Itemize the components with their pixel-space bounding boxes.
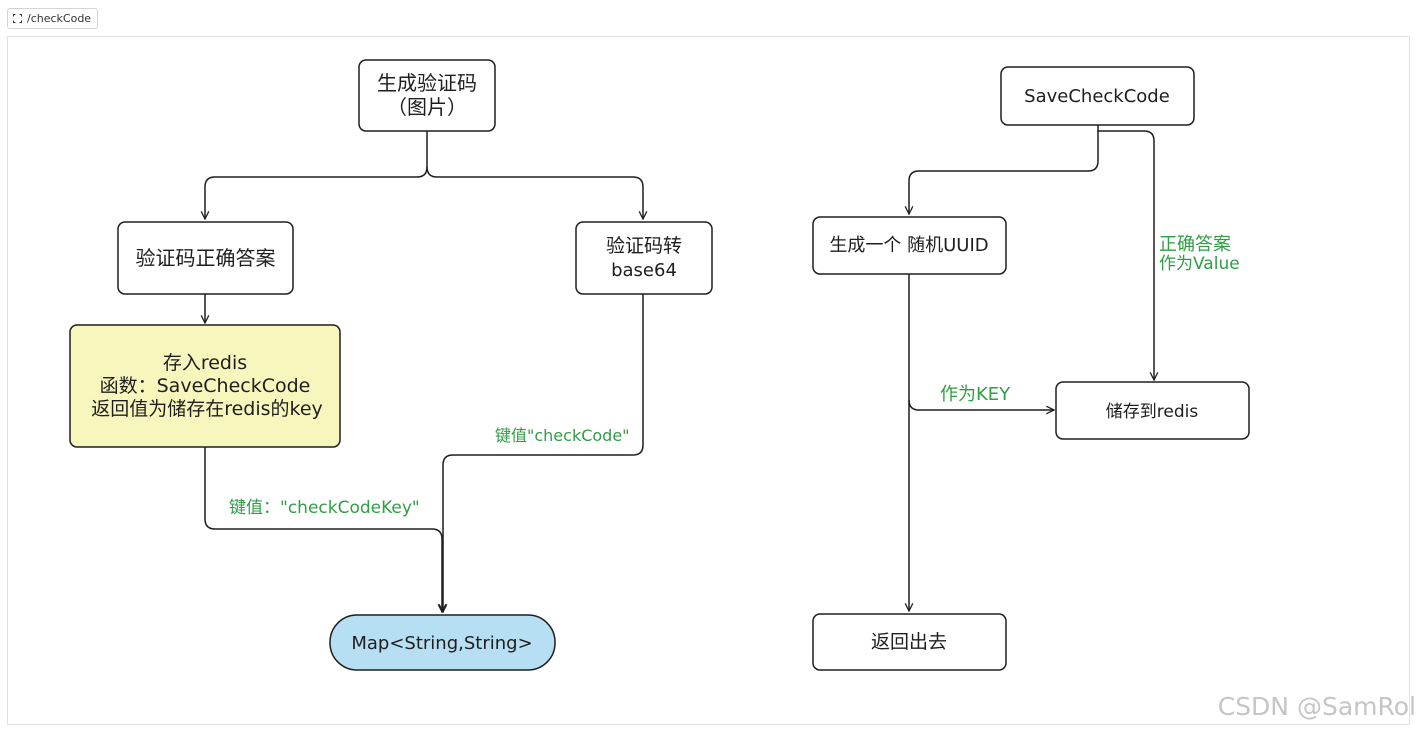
edge-save-to-uuid [904, 124, 1099, 215]
node-correct-answer[interactable]: 验证码正确答案 [117, 221, 294, 295]
node-store-box [69, 324, 341, 448]
node-uuid-box [812, 216, 1007, 275]
edges [200, 124, 1159, 613]
edge-label-value-line2: 作为Value [1159, 254, 1240, 274]
tab-label: /checkCode [27, 12, 92, 25]
node-answer-box [117, 221, 294, 295]
node-store-line3: 返回值为储存在redis的key [91, 398, 323, 420]
node-generate-line1: 生成验证码 [377, 71, 477, 95]
edge-generate-to-answer [200, 130, 428, 220]
edge-label-as-key: 作为KEY [940, 384, 1011, 405]
edge-save-to-redis [1097, 130, 1159, 381]
node-store-redis-box [1055, 381, 1250, 440]
node-store-redis-label: 储存到redis [1106, 402, 1199, 422]
node-return-label: 返回出去 [871, 631, 947, 653]
node-base64-line2: base64 [611, 260, 677, 281]
node-uuid-label: 生成一个 随机UUID [829, 235, 988, 256]
csdn-watermark: CSDN @SamRol [1217, 692, 1416, 721]
node-store-to-redis[interactable]: 储存到redis [1055, 381, 1250, 440]
edge-label-value-line1: 正确答案 [1159, 234, 1231, 255]
node-generate-line2: （图片） [387, 95, 467, 119]
node-generate-box [358, 59, 496, 132]
node-return[interactable]: 返回出去 [812, 613, 1007, 671]
node-map-label: Map<String,String> [351, 633, 532, 654]
edge-label-checkcodekey: 键值："checkCodeKey" [229, 498, 420, 518]
node-return-box [812, 613, 1007, 671]
edge-generate-to-base64 [426, 166, 648, 220]
node-store-line2: 函数：SaveCheckCode [100, 375, 311, 397]
node-captcha-base64[interactable]: 验证码转 base64 [575, 221, 713, 295]
node-save-label: SaveCheckCode [1024, 86, 1170, 107]
edge-store-to-map [204, 446, 447, 613]
frame-icon [13, 14, 22, 23]
node-answer-label: 验证码正确答案 [136, 246, 276, 270]
node-store-line1: 存入redis [163, 352, 247, 374]
edge-base64-to-map [438, 293, 644, 613]
node-store-redis-function[interactable]: 存入redis 函数：SaveCheckCode 返回值为储存在redis的ke… [69, 324, 341, 448]
node-random-uuid[interactable]: 生成一个 随机UUID [812, 216, 1007, 275]
node-map-box [329, 614, 556, 671]
node-base64-line1: 验证码转 [606, 235, 682, 257]
node-savecheckcode[interactable]: SaveCheckCode [1000, 66, 1195, 126]
node-map[interactable]: Map<String,String> [329, 614, 556, 671]
node-generate-captcha[interactable]: 生成验证码 （图片） [358, 59, 496, 132]
node-base64-box [575, 221, 713, 295]
edge-label-checkcode: 键值"checkCode" [495, 426, 630, 445]
node-save-box [1000, 66, 1195, 126]
tab-checkcode[interactable]: /checkCode [7, 8, 99, 29]
